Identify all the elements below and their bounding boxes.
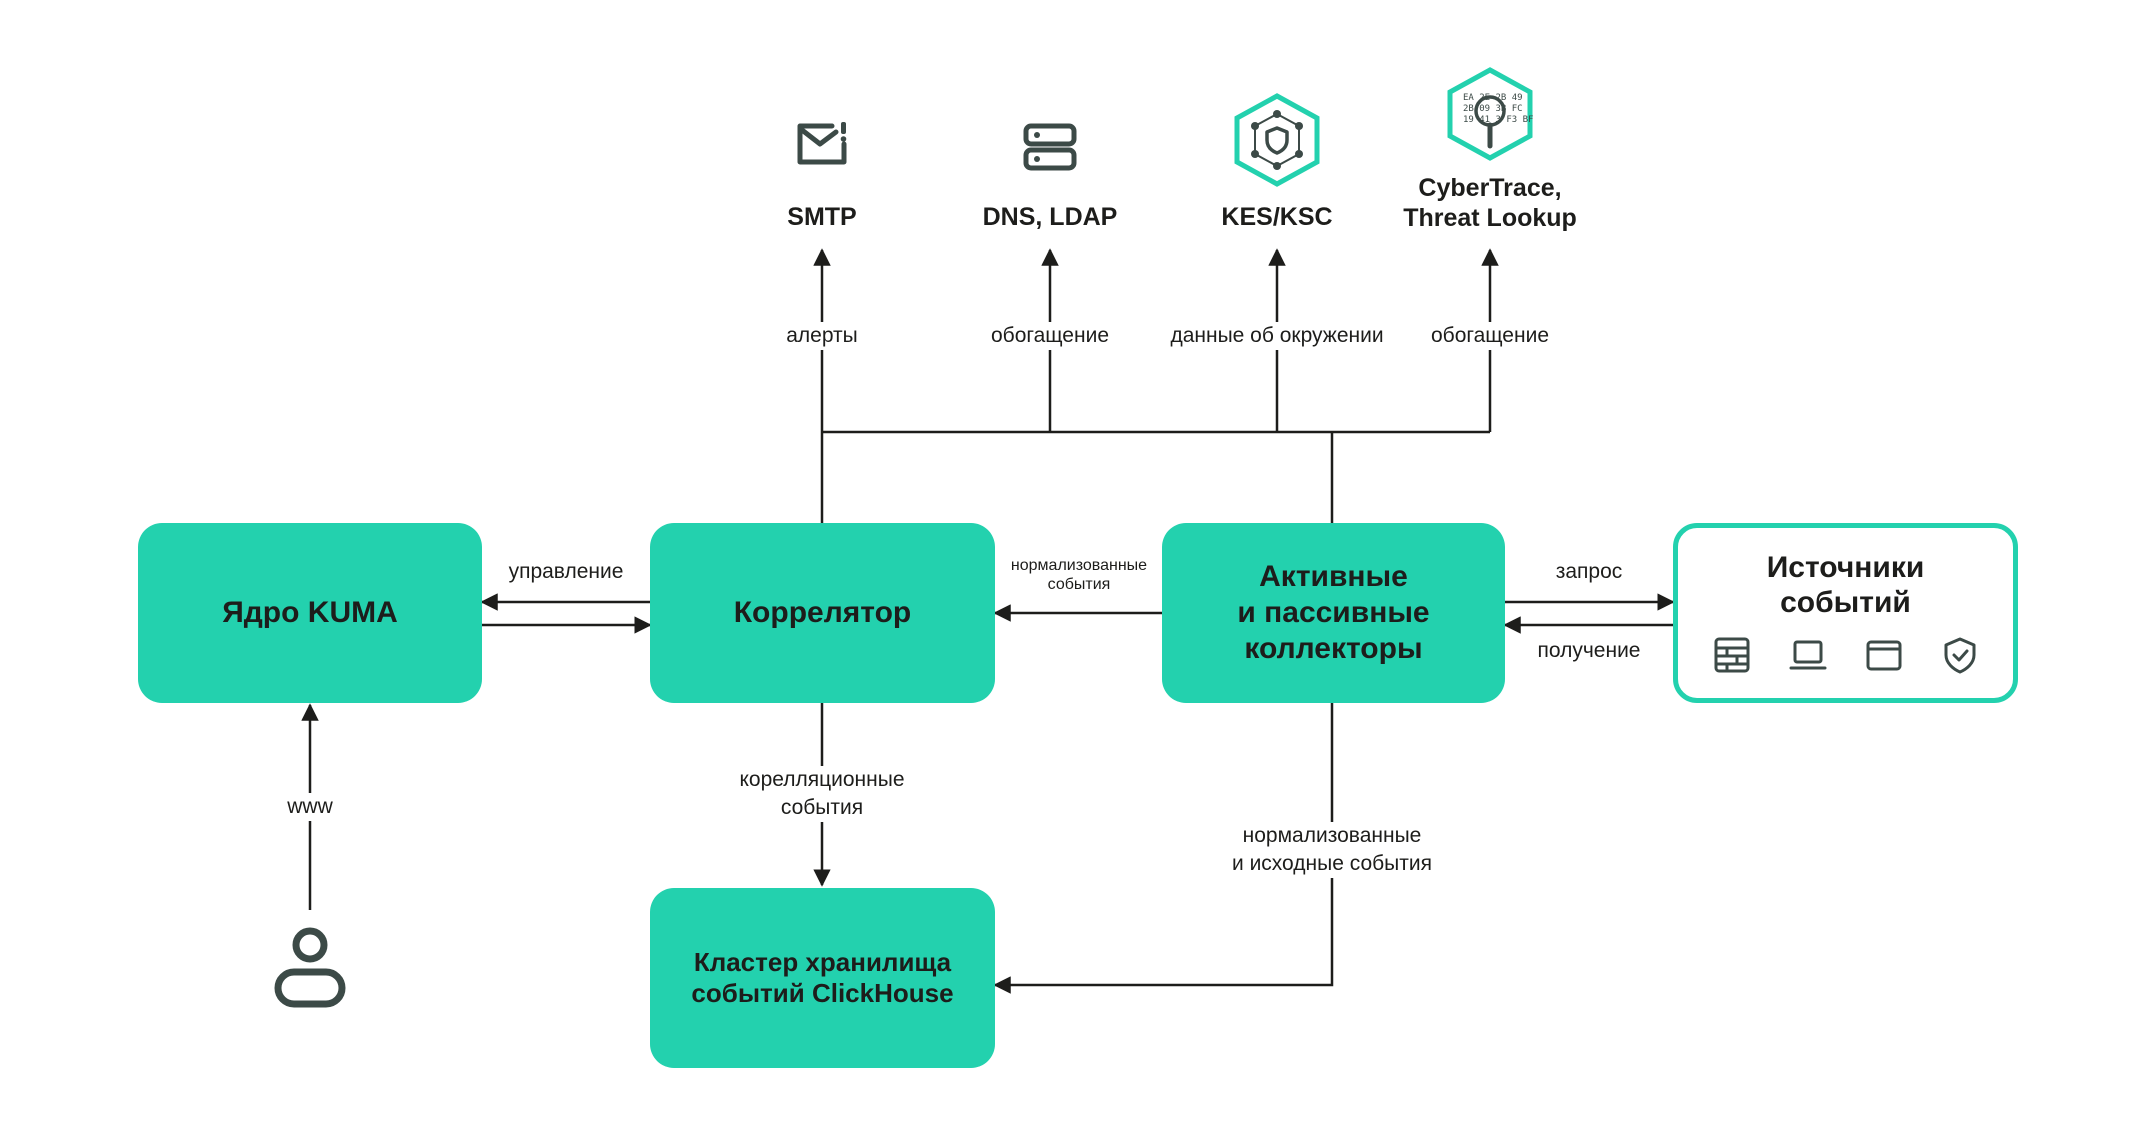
svg-text:19 41 3 F3 BF: 19 41 3 F3 BF: [1463, 115, 1533, 125]
event-sources-icons: [1678, 636, 2013, 674]
laptop-icon: [1789, 640, 1826, 670]
label-normalized-events: нормализованные события: [1006, 556, 1152, 594]
smtp-title: SMTP: [787, 203, 857, 231]
shield-hex-icon: [1234, 93, 1320, 187]
label-request: запрос: [1551, 558, 1627, 586]
svg-text:2B 09 3B FC: 2B 09 3B FC: [1463, 104, 1523, 114]
shield-check-icon: [1944, 637, 1975, 674]
dns-ldap-title: DNS, LDAP: [982, 203, 1118, 231]
event-sources-box[interactable]: Источники событий: [1673, 523, 2018, 703]
label-normalized-raw-events: нормализованные и исходные события: [1228, 822, 1436, 878]
label-receive: получение: [1533, 637, 1645, 665]
arrow-collectors-to-storage: [993, 703, 1334, 994]
cybertrace-title: CyberTrace, Threat Lookup: [1403, 174, 1577, 232]
kuma-core-box[interactable]: Ядро KUMA: [138, 523, 482, 703]
label-enrichment-dns: обогащение: [987, 322, 1113, 350]
firewall-icon: [1714, 637, 1749, 673]
correlator-box[interactable]: Коррелятор: [650, 523, 995, 703]
label-environment-data: данные об окружении: [1166, 322, 1388, 350]
threat-lookup-icon: EA 2E 2B 49 2B 09 3B FC 19 41 3 F3 BF: [1447, 67, 1533, 161]
kes-ksc-title: KES/KSC: [1221, 203, 1333, 231]
label-alerts: алерты: [782, 322, 862, 350]
mail-icon: [797, 122, 847, 165]
label-enrichment-cyber: обогащение: [1427, 322, 1553, 350]
server-icon: [1023, 123, 1077, 171]
label-www: www: [283, 793, 337, 821]
user-icon: [274, 927, 346, 1008]
event-sources-title: Источники событий: [1766, 551, 1925, 619]
label-control: управление: [504, 558, 628, 586]
label-correlation-events: корелляционные события: [735, 766, 909, 822]
collectors-box[interactable]: Активные и пассивные коллекторы: [1162, 523, 1505, 703]
clickhouse-storage-box[interactable]: Кластер хранилища событий ClickHouse: [650, 888, 995, 1068]
window-icon: [1866, 640, 1901, 671]
